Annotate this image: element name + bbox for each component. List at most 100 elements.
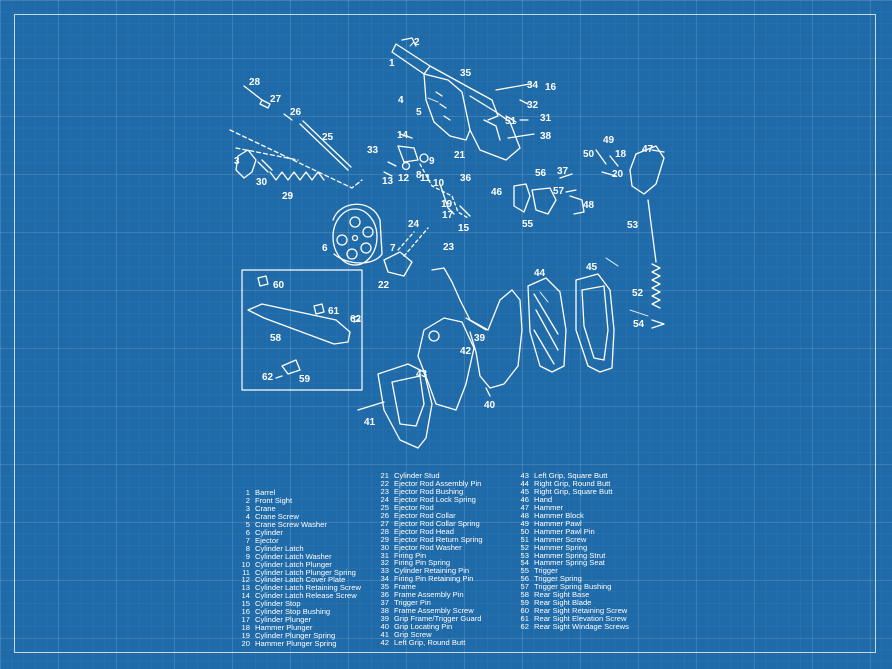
ejector-rod-drawing — [229, 85, 363, 189]
legend-row: 21 Cylinder Stud — [376, 472, 483, 480]
hammer-spring-drawing — [647, 199, 665, 329]
ejector-rod-return-spring-drawing — [269, 171, 325, 181]
legend-part-name: Cylinder Latch Retaining Screw — [255, 583, 361, 593]
legend-part-name: Rear Sight Blade — [534, 598, 592, 608]
legend-part-number: 2 — [245, 495, 250, 505]
legend-part-number: 25 — [380, 502, 389, 512]
callout-labels: 1 2 3 4 5 6 7 8 9 10 11 12 13 14 15 16 1… — [234, 37, 654, 428]
legend-part-number: 13 — [241, 583, 250, 593]
cylinder-latch-drawing — [383, 133, 469, 219]
legend-part-name: Grip Screw — [394, 630, 432, 640]
legend-row: 59 Rear Sight Blade — [516, 599, 629, 607]
callout-12: 12 — [398, 173, 410, 184]
legend-part-name: Ejector Rod Washer — [394, 542, 462, 552]
legend-part-name: Left Grip, Round Butt — [394, 638, 466, 648]
callout-56: 56 — [535, 168, 547, 179]
legend-part-name: Rear Sight Elevation Screw — [534, 614, 627, 624]
legend-part-number: 52 — [520, 542, 529, 552]
callout-16: 16 — [545, 82, 557, 93]
legend-part-number: 18 — [241, 623, 250, 633]
legend-part-name: Grip Locating Pin — [394, 622, 453, 632]
legend-part-name: Frame Assembly Screw — [394, 606, 474, 616]
callout-25: 25 — [322, 132, 334, 143]
legend-part-name: Hammer Spring — [534, 542, 588, 552]
legend-part-number: 31 — [380, 550, 389, 560]
callout-43: 43 — [416, 369, 428, 380]
hammer-drawing — [595, 145, 665, 195]
legend-part-number: 51 — [520, 534, 529, 544]
legend-part-name: Frame Assembly Pin — [394, 590, 464, 600]
callout-35: 35 — [460, 68, 472, 79]
legend-part-name: Firing Pin Retaining Pin — [394, 574, 474, 584]
grip-frame-drawing — [431, 267, 523, 389]
callout-46: 46 — [491, 187, 503, 198]
legend-part-number: 42 — [380, 638, 389, 648]
legend-part-number: 21 — [380, 471, 389, 480]
callout-4: 4 — [398, 95, 404, 106]
grip-screw-drawing — [357, 387, 491, 411]
callout-24: 24 — [408, 219, 420, 230]
legend-part-name: Barrel — [255, 488, 276, 497]
legend-part-name: Front Sight — [255, 495, 293, 505]
callout-38: 38 — [540, 131, 552, 142]
legend-part-number: 54 — [520, 558, 529, 568]
legend-part-number: 41 — [380, 630, 389, 640]
legend-part-name: Hammer Pawl Pin — [534, 526, 595, 536]
legend-part-name: Grip Frame/Trigger Guard — [394, 614, 482, 624]
legend-part-name: Ejector Rod Collar — [394, 510, 456, 520]
legend-part-number: 17 — [241, 615, 250, 625]
legend-part-name: Hammer Plunger — [255, 623, 313, 633]
callout-42: 42 — [460, 346, 472, 357]
legend-part-number: 22 — [380, 478, 389, 488]
legend-part-name: Hammer Spring Seat — [534, 558, 605, 568]
legend-part-name: Right Grip, Round Butt — [534, 478, 611, 488]
legend-part-number: 3 — [245, 503, 250, 513]
callout-15: 15 — [458, 223, 470, 234]
callout-30: 30 — [256, 177, 268, 188]
legend-part-name: Trigger Spring — [534, 574, 582, 584]
legend-part-name: Cylinder Latch Release Screw — [255, 591, 357, 601]
legend-part-name: Cylinder Stud — [394, 471, 440, 480]
callout-9: 9 — [429, 156, 435, 167]
legend-part-number: 57 — [520, 582, 529, 592]
callout-52: 52 — [632, 288, 644, 299]
legend-part-number: 59 — [520, 598, 529, 608]
callout-27: 27 — [270, 94, 282, 105]
legend-part-name: Frame — [394, 582, 416, 592]
legend-part-number: 39 — [380, 614, 389, 624]
legend-part-name: Ejector Rod — [394, 502, 434, 512]
legend-part-number: 24 — [380, 494, 389, 504]
legend-part-number: 29 — [380, 534, 389, 544]
legend-part-name: Cylinder Stop Bushing — [255, 607, 331, 617]
callout-18: 18 — [615, 149, 627, 160]
legend-part-number: 61 — [520, 614, 529, 624]
legend-part-number: 10 — [241, 559, 250, 569]
callout-53: 53 — [627, 220, 639, 231]
legend-part-number: 15 — [241, 599, 250, 609]
left-grip-round-drawing — [417, 317, 475, 411]
legend-part-name: Cylinder Latch Plunger Spring — [255, 567, 356, 577]
callout-21: 21 — [454, 150, 466, 161]
legend-part-number: 55 — [520, 566, 529, 576]
legend-part-name: Rear Sight Windage Screws — [534, 622, 629, 632]
callout-8: 8 — [416, 170, 422, 181]
legend-part-number: 30 — [380, 542, 389, 552]
